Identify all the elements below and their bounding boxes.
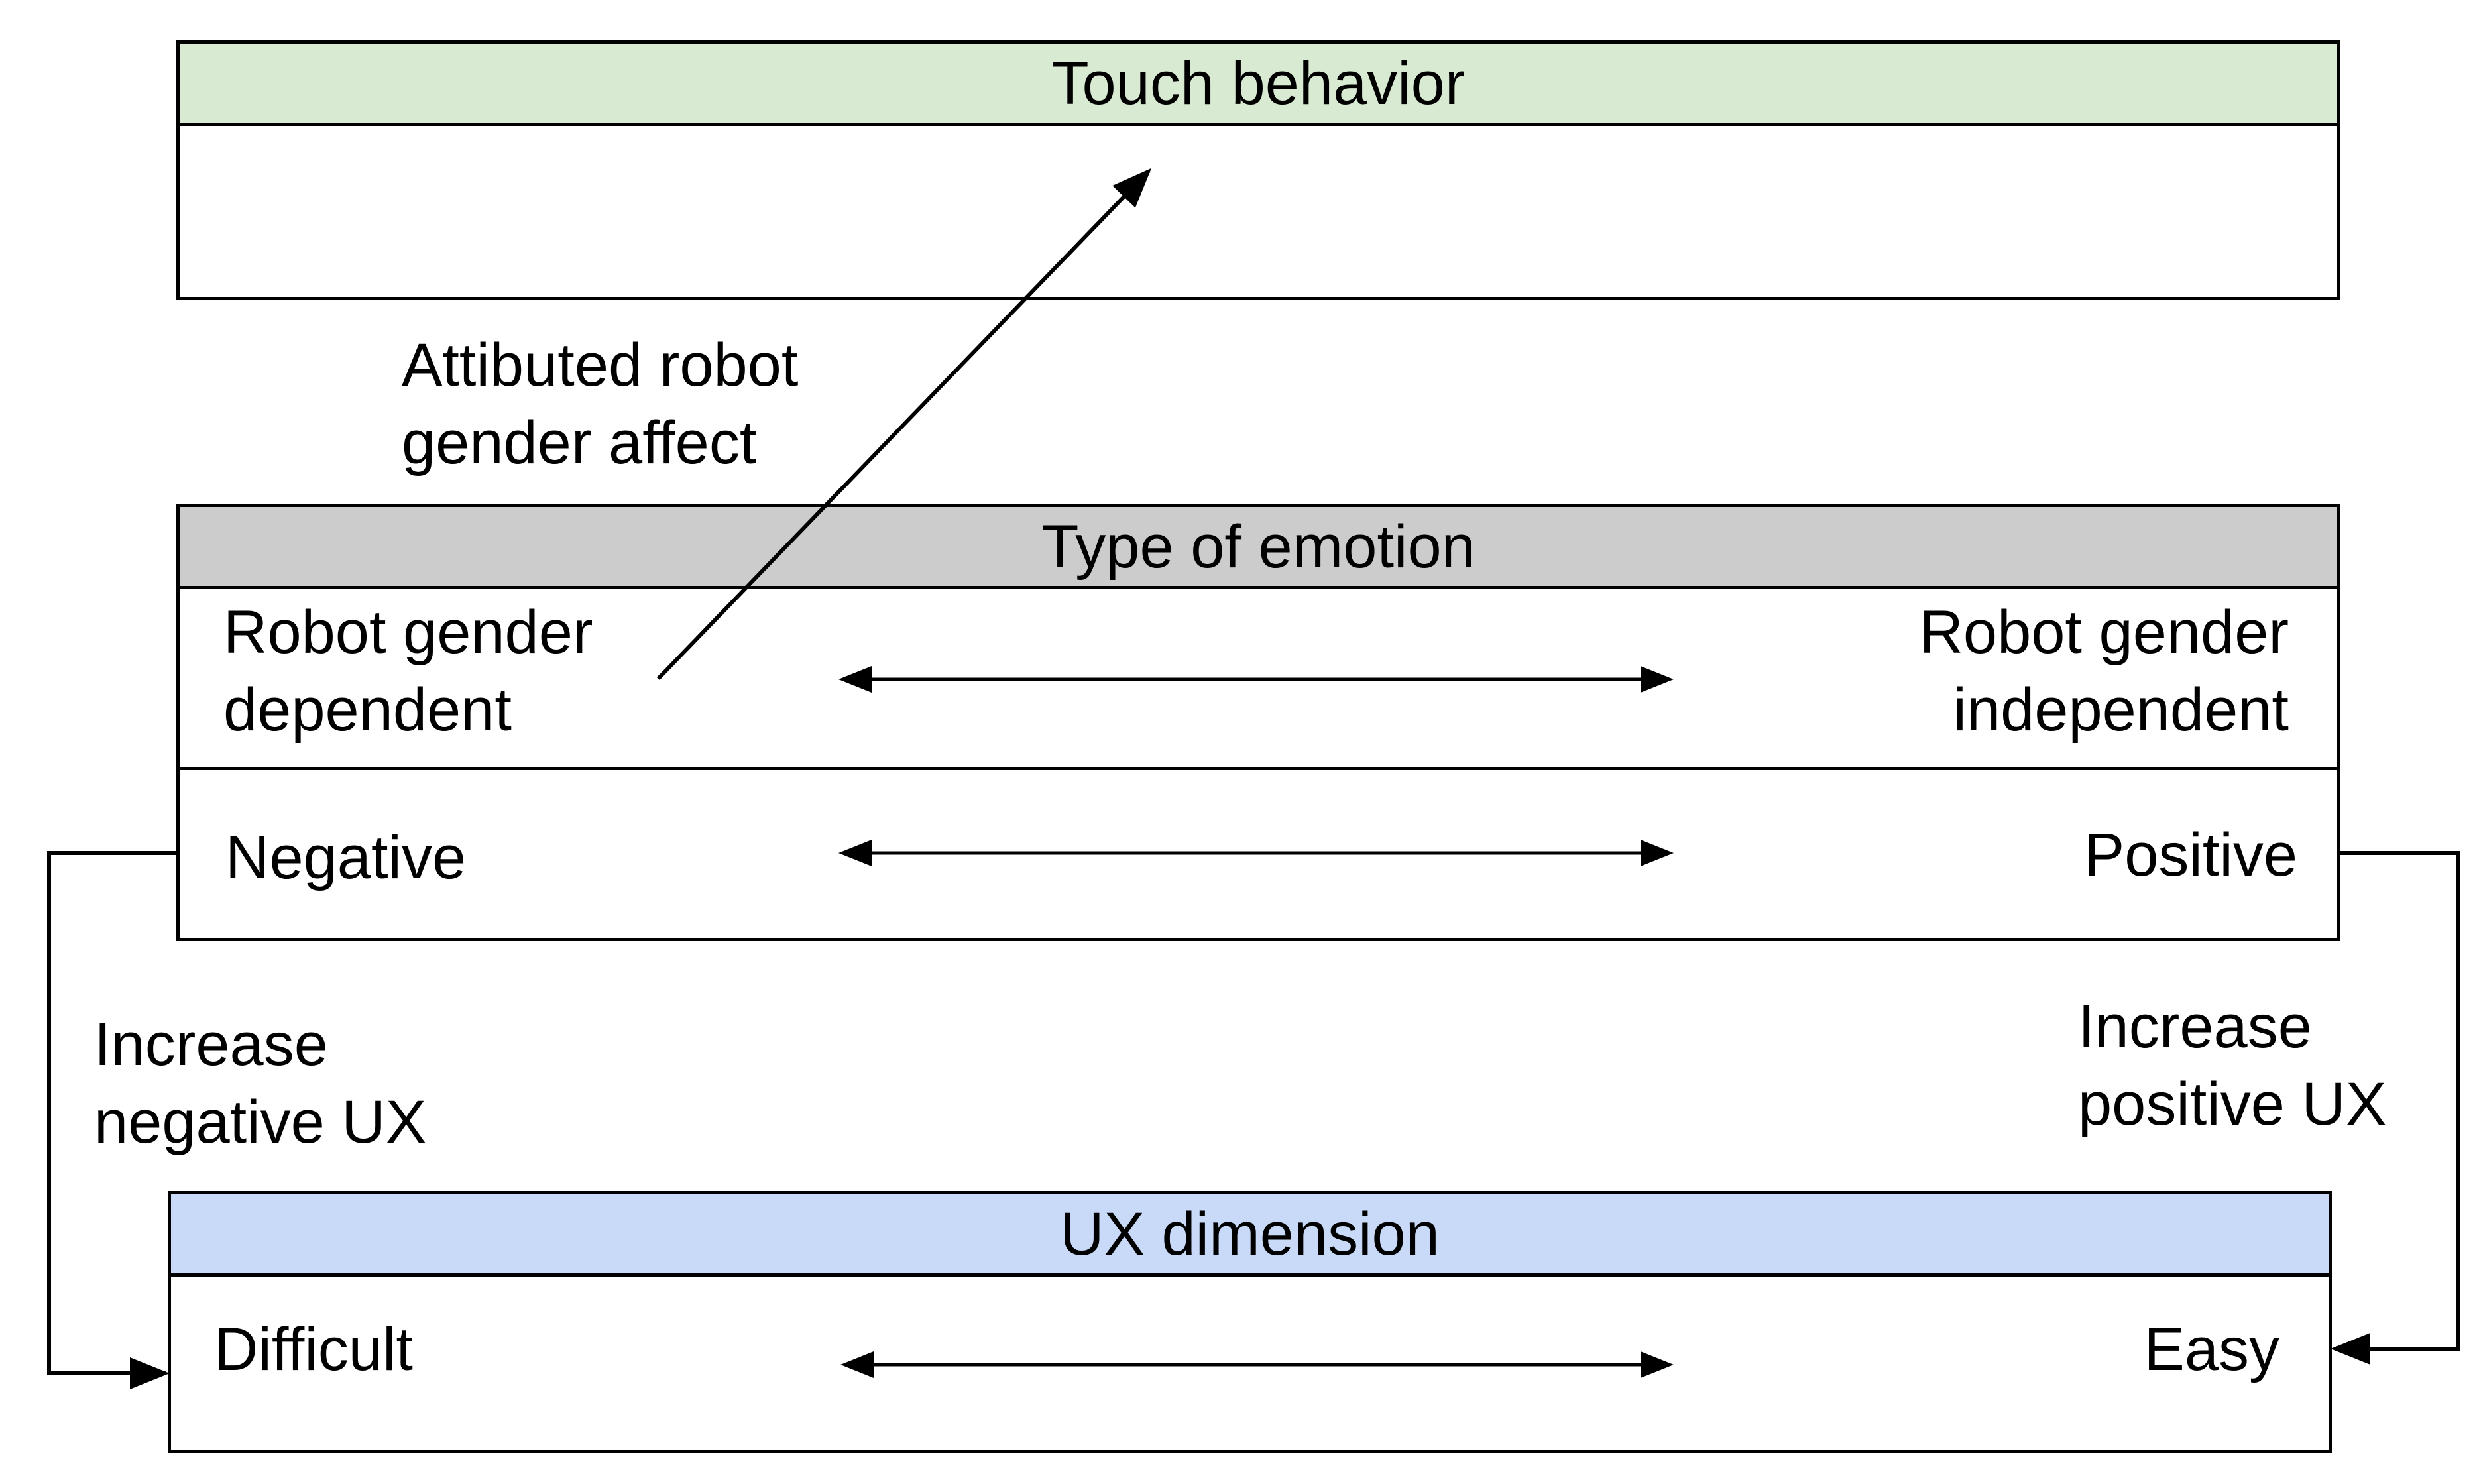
ux-dimension-box: UX dimension: [168, 1191, 2332, 1453]
negative-to-difficult-arrow: [47, 851, 176, 1389]
gender-affect-line1: Attibuted robot: [402, 331, 799, 399]
emotion-row-divider: [180, 767, 2337, 770]
easy-label: Easy: [2144, 1316, 2279, 1383]
robot-gender-dependent-line2: dependent: [223, 676, 512, 744]
robot-gender-independent-line2: independent: [1953, 676, 2289, 744]
increase-negative-label: Increase negative UX: [94, 1006, 426, 1161]
gender-affect-label: Attibuted robot gender affect: [402, 327, 798, 482]
ux-dimension-header: UX dimension: [171, 1194, 2329, 1277]
increase-negative-line1: Increase: [94, 1011, 328, 1078]
robot-gender-dependent-line1: Robot gender: [223, 599, 593, 666]
robot-gender-independent-line1: Robot gender: [1919, 599, 2289, 666]
increase-positive-label: Increase positive UX: [2078, 988, 2386, 1143]
touch-behavior-title: Touch behavior: [1051, 49, 1466, 117]
increase-positive-line1: Increase: [2078, 993, 2312, 1060]
emotion-type-box: Type of emotion: [176, 504, 2340, 941]
increase-positive-line2: positive UX: [2078, 1070, 2387, 1138]
touch-behavior-header: Touch behavior: [180, 44, 2337, 126]
positive-label: Positive: [2083, 821, 2297, 889]
robot-gender-dependent-label: Robot gender dependent: [223, 594, 593, 749]
robot-gender-independent-label: Robot gender independent: [1919, 594, 2289, 749]
positive-to-easy-arrow: [2331, 851, 2460, 1365]
gender-affect-arrow: [656, 168, 1152, 681]
negative-label: Negative: [225, 824, 467, 891]
ux-dimension-title: UX dimension: [1060, 1200, 1440, 1268]
increase-negative-line2: negative UX: [94, 1088, 427, 1156]
gender-affect-line2: gender affect: [402, 409, 757, 477]
touch-behavior-box: Touch behavior: [176, 40, 2340, 300]
difficult-label: Difficult: [214, 1316, 413, 1383]
emotion-type-header: Type of emotion: [180, 507, 2337, 589]
emotion-type-title: Type of emotion: [1041, 512, 1475, 581]
